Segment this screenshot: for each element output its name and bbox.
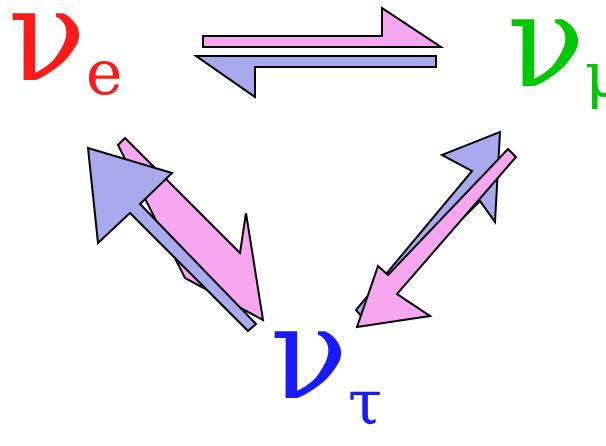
node-nu-mu: νμ [507, 0, 606, 117]
node-nu-tau-subscript: τ [348, 366, 382, 439]
arrow-mu-to-tau [355, 147, 518, 329]
node-nu-e-base: ν [8, 0, 86, 111]
arrow-e-to-mu [202, 6, 445, 48]
node-nu-e: νe [8, 0, 123, 111]
node-nu-tau-base: ν [270, 280, 348, 429]
node-nu-mu-subscript: μ [585, 38, 606, 111]
arrow-mu-to-e [192, 55, 437, 99]
node-nu-mu-base: ν [507, 0, 585, 117]
node-nu-e-subscript: e [86, 36, 123, 109]
arrow-tau-to-e [86, 146, 258, 333]
node-nu-tau: ντ [270, 280, 382, 439]
